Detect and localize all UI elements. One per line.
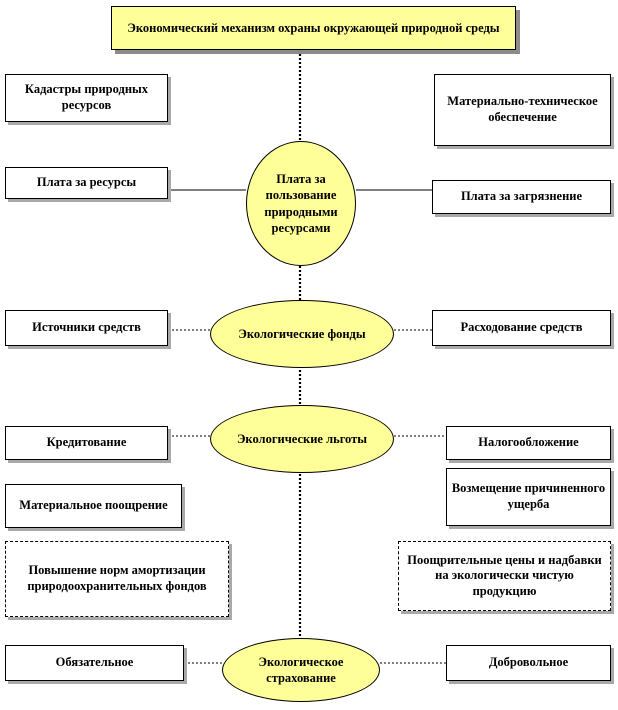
node-central-payment: Плата за пользование природными ресурсам… [246,141,356,266]
node-eco-insurance: Экологическое страхование [222,638,380,702]
node-fund-sources: Источники средств [5,310,168,346]
diagram-title: Экономический механизм охраны окружающей… [111,6,516,50]
node-depreciation: Повышение норм амортизации природоохрани… [5,541,229,617]
node-damage-compensation: Возмещение причиненного ущерба [446,468,611,526]
node-taxation: Налогообложение [446,426,611,460]
node-material-support: Материально-техническое обеспечение [434,74,611,146]
node-voluntary: Добровольное [446,645,611,681]
node-eco-benefits: Экологические льготы [210,405,394,473]
node-pollution-payment: Плата за загрязнение [432,180,611,214]
node-mandatory: Обязательное [5,645,184,681]
node-material-incentive: Материальное поощрение [5,484,182,528]
node-eco-funds: Экологические фонды [210,300,394,368]
node-fund-spending: Расходование средств [432,310,611,346]
node-crediting: Кредитование [5,426,168,460]
node-cadastres: Кадастры природных ресурсов [5,74,168,122]
node-incentive-prices: Поощрительные цены и надбавки на экологи… [398,541,611,611]
node-resource-payment: Плата за ресурсы [5,167,168,199]
